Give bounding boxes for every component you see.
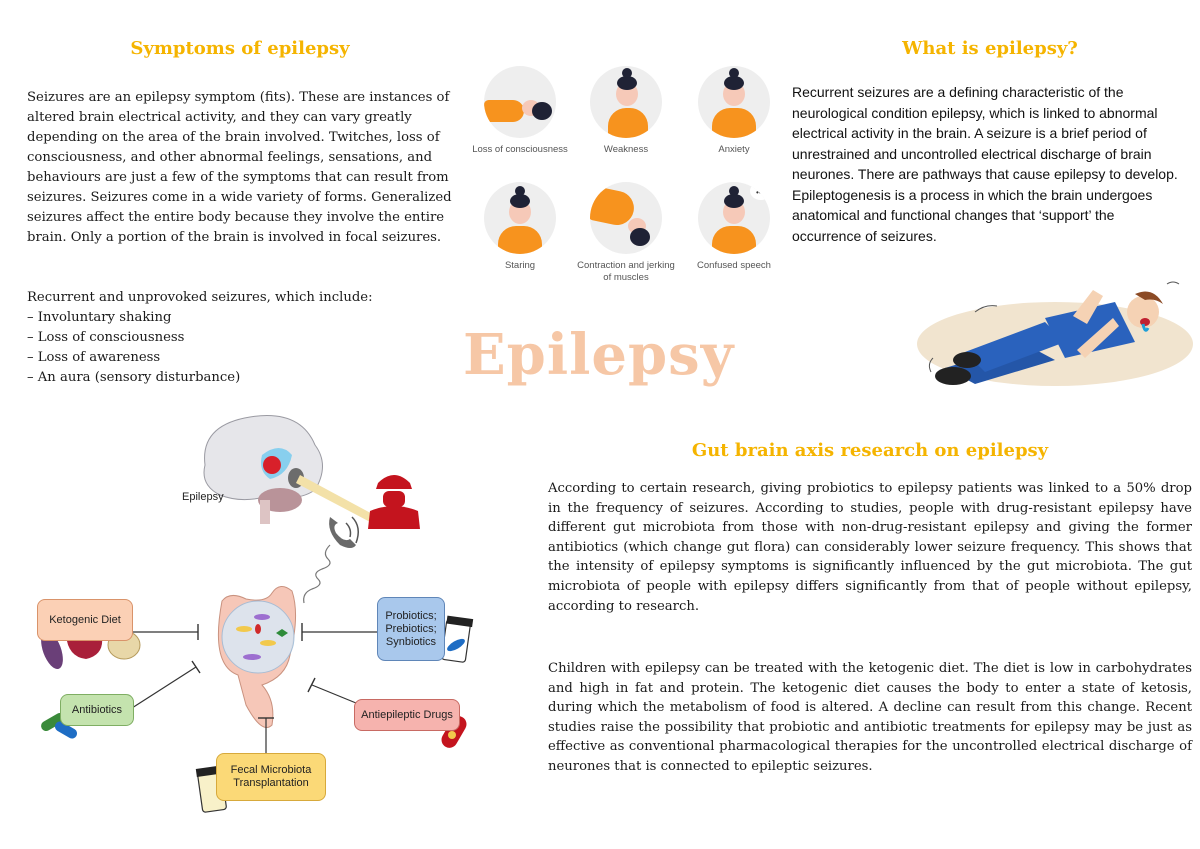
gut-brain-heading: Gut brain axis research on epilepsy: [691, 440, 1049, 461]
symptom-tile-anxiety: Anxiety: [684, 66, 784, 156]
gut-brain-diagram: Epilepsy Ketogenic Diet Probiotics; Preb…: [0, 405, 520, 845]
probiotics-box: Probiotics; Prebiotics; Synbiotics: [377, 597, 445, 661]
symptom-tile-weakness: Weakness: [576, 66, 676, 156]
symptoms-list: Recurrent and unprovoked seizures, which…: [27, 288, 455, 388]
what-is-paragraph: Recurrent seizures are a defining charac…: [792, 84, 1178, 244]
antiepileptic-drugs-box: Antiepileptic Drugs: [354, 699, 460, 731]
what-is-heading: What is epilepsy?: [902, 38, 1078, 59]
person-staring-icon: [484, 182, 556, 254]
symptom-label: Confused speech: [697, 260, 771, 271]
symptoms-list-item: – Loss of awareness: [27, 350, 161, 365]
fmt-label-line: Transplantation: [233, 777, 309, 789]
antiepileptic-drugs-label: Antiepileptic Drugs: [361, 708, 453, 721]
symptoms-list-item: – An aura (sensory disturbance): [27, 370, 241, 385]
symptom-tile-confused-speech: ••• Confused speech: [684, 182, 784, 272]
brain-label: Epilepsy: [182, 491, 224, 503]
person-speaking-icon: •••: [698, 182, 770, 254]
person-weak-icon: [590, 66, 662, 138]
seizure-illustration: [905, 272, 1195, 394]
gut-brain-paragraph-2: Children with epilepsy can be treated wi…: [548, 661, 1192, 774]
probiotics-label-line: Probiotics;: [385, 609, 437, 622]
gut-brain-paragraph-1: According to certain research, giving pr…: [548, 481, 1192, 614]
page-title: Epilepsy: [463, 322, 735, 388]
symptoms-list-item: – Loss of consciousness: [27, 330, 185, 345]
antibiotics-label: Antibiotics: [71, 703, 123, 716]
person-lying-icon: [484, 66, 556, 138]
symptom-tile-contraction: Contraction and jerking of muscles: [576, 182, 676, 284]
symptoms-paragraph: Seizures are an epilepsy symptom (fits).…: [27, 90, 452, 245]
symptom-label: Weakness: [603, 144, 649, 155]
person-anxious-icon: [698, 66, 770, 138]
symptoms-heading: Symptoms of epilepsy: [130, 38, 350, 59]
symptom-label: Staring: [504, 260, 536, 271]
ketogenic-diet-box: Ketogenic Diet: [37, 599, 133, 641]
symptom-label: Contraction and jerking of muscles: [577, 260, 675, 283]
symptoms-list-intro: Recurrent and unprovoked seizures, which…: [27, 290, 373, 305]
person-jerking-icon: [590, 182, 662, 254]
probiotics-label-line: Prebiotics;: [385, 622, 437, 635]
symptom-tile-loss-of-consciousness: Loss of consciousness: [470, 66, 570, 156]
probiotics-label-line: Synbiotics: [385, 635, 437, 648]
symptom-label: Loss of consciousness: [472, 144, 568, 155]
fecal-microbiota-box: Fecal Microbiota Transplantation: [216, 753, 326, 801]
symptom-tile-staring: Staring: [470, 182, 570, 272]
fmt-label-line: Fecal Microbiota: [230, 764, 312, 776]
symptom-icon-grid: Loss of consciousness Weakness Anxiety S…: [470, 66, 790, 296]
symptoms-list-item: – Involuntary shaking: [27, 310, 172, 325]
antibiotics-box: Antibiotics: [60, 694, 134, 726]
symptom-label: Anxiety: [718, 144, 750, 155]
ketogenic-diet-label: Ketogenic Diet: [49, 613, 121, 626]
